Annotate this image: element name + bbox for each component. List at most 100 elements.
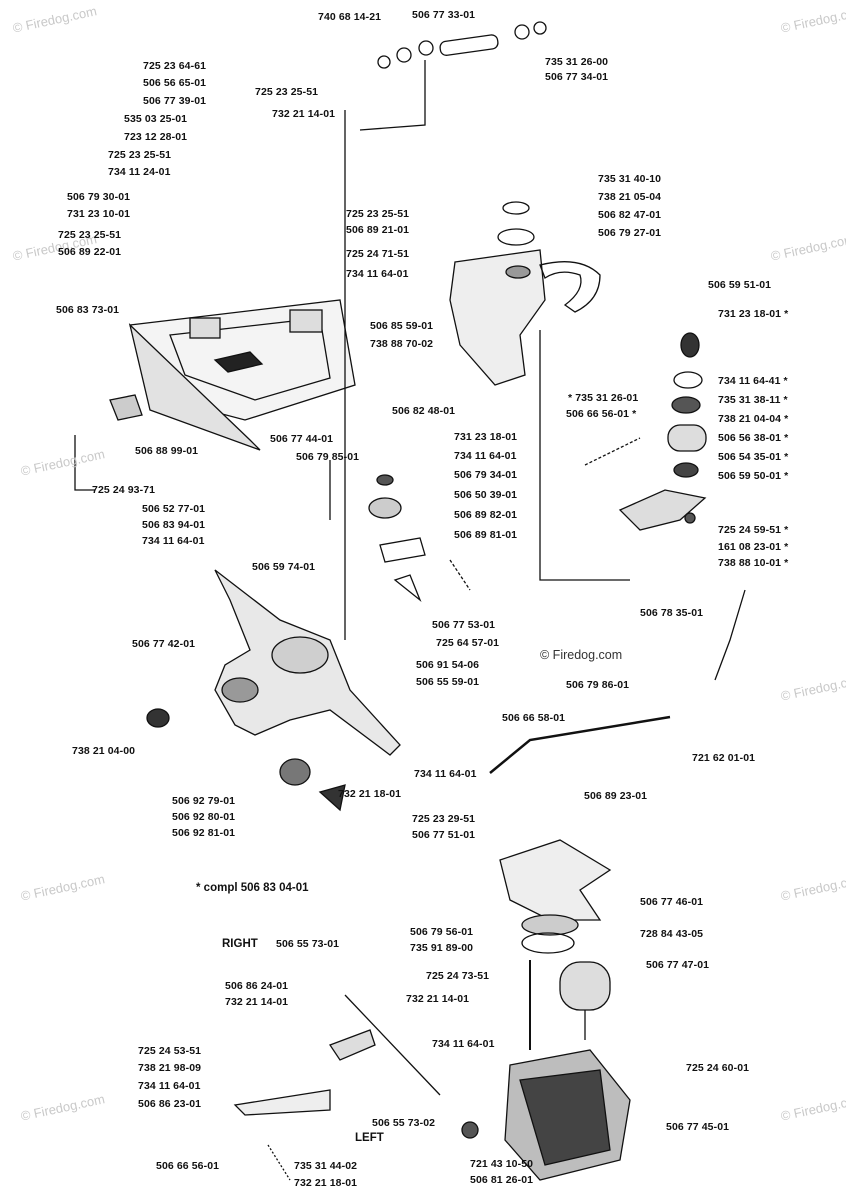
part-label: 734 11 24-01: [108, 166, 171, 178]
part-label: 506 66 56-01: [156, 1160, 220, 1172]
left-side-label: LEFT: [355, 1132, 384, 1144]
part-label: 734 11 64-01: [414, 768, 477, 780]
part-label: 725 23 25-51: [346, 208, 410, 220]
hydrostatic-unit: [499, 839, 631, 1181]
part-label: 738 88 10-01 *: [718, 557, 789, 569]
part-label: 506 77 45-01: [666, 1121, 730, 1133]
part-label: 738 21 98-09: [138, 1062, 202, 1074]
compl-note: * compl 506 83 04-01: [196, 882, 309, 894]
part-label: 506 89 21-01: [346, 224, 410, 236]
part-label: 723 12 28-01: [124, 131, 188, 143]
part-label: 732 21 14-01: [406, 993, 470, 1005]
part-label: 506 59 50-01 *: [718, 470, 789, 482]
part-label: 725 23 25-51: [255, 86, 319, 98]
part-label: 506 77 34-01: [545, 71, 609, 83]
part-label: 506 56 65-01: [143, 77, 207, 89]
part-label: 506 79 86-01: [566, 679, 630, 691]
part-label: 725 23 25-51: [58, 229, 122, 241]
part-label: 506 79 56-01: [410, 926, 474, 938]
part-label: 735 91 89-00: [410, 942, 474, 954]
part-label: 721 62 01-01: [692, 752, 756, 764]
part-label: 506 77 47-01: [646, 959, 710, 971]
part-label: 740 68 14-21: [318, 11, 382, 23]
part-label: 506 92 80-01: [172, 811, 236, 823]
part-label: 506 89 82-01: [454, 509, 518, 521]
fan-housing: [449, 201, 601, 386]
part-label: 735 31 38-11 *: [718, 394, 788, 406]
part-label: 721 43 10-50: [470, 1158, 534, 1170]
watermark-center: © Firedog.com: [540, 648, 623, 662]
part-label: 734 11 64-01: [142, 535, 205, 547]
part-label: 506 79 34-01: [454, 469, 518, 481]
part-label: 734 11 64-01: [346, 268, 409, 280]
part-label: 506 83 94-01: [142, 519, 206, 531]
part-label: 506 55 73-01: [276, 938, 340, 950]
part-label: 506 66 58-01: [502, 712, 566, 724]
part-label: 506 89 23-01: [584, 790, 648, 802]
part-label: 506 91 54-06: [416, 659, 480, 671]
control-linkage: [233, 994, 479, 1181]
part-label: 506 77 51-01: [412, 829, 476, 841]
part-label: 731 23 18-01: [454, 431, 518, 443]
part-label: 506 52 77-01: [142, 503, 206, 515]
part-label: 725 24 71-51: [346, 248, 410, 260]
part-label: 506 55 73-02: [372, 1117, 436, 1129]
part-label: 735 31 26-00: [545, 56, 609, 68]
part-label: 506 59 51-01: [708, 279, 772, 291]
part-label: 735 31 40-10: [598, 173, 662, 185]
transaxle-housing: [146, 569, 401, 812]
part-label: 732 21 18-01: [338, 788, 402, 800]
part-label: 506 82 48-01: [392, 405, 456, 417]
right-side-label: RIGHT: [222, 938, 258, 950]
idler-pulley: [368, 474, 471, 603]
part-label: 734 11 64-01: [454, 450, 517, 462]
part-label: 506 56 38-01 *: [718, 432, 789, 444]
part-label: 506 77 39-01: [143, 95, 207, 107]
part-label: 506 81 26-01: [470, 1174, 534, 1186]
part-label: 725 24 93-71: [92, 484, 156, 496]
part-label: 506 66 56-01 *: [566, 408, 637, 420]
part-label: 506 77 46-01: [640, 896, 704, 908]
part-label: 725 23 25-51: [108, 149, 172, 161]
part-label: 506 77 42-01: [132, 638, 196, 650]
part-label: 506 89 81-01: [454, 529, 518, 541]
part-label: 731 23 10-01: [67, 208, 131, 220]
axle-bushing-set: [377, 21, 547, 69]
part-label: 731 23 18-01 *: [718, 308, 789, 320]
part-label: 506 55 59-01: [416, 676, 480, 688]
part-label: 506 77 53-01: [432, 619, 496, 631]
part-label: 506 79 30-01: [67, 191, 131, 203]
part-label: 735 31 44-02: [294, 1160, 358, 1172]
part-label: 728 84 43-05: [640, 928, 704, 940]
part-label: 506 77 44-01: [270, 433, 334, 445]
part-label: 738 21 04-00: [72, 745, 136, 757]
part-label: 506 85 59-01: [370, 320, 434, 332]
pulley-stack: [618, 332, 707, 531]
part-label: 506 79 27-01: [598, 227, 662, 239]
part-label: 734 11 64-41 *: [718, 375, 788, 387]
part-label: 738 88 70-02: [370, 338, 434, 350]
part-label: 506 89 22-01: [58, 246, 122, 258]
part-label: 738 21 04-04 *: [718, 413, 789, 425]
part-label: 725 23 29-51: [412, 813, 476, 825]
part-label: 506 83 73-01: [56, 304, 120, 316]
part-label: 506 82 47-01: [598, 209, 662, 221]
part-label: 506 86 23-01: [138, 1098, 202, 1110]
part-label: 506 78 35-01: [640, 607, 704, 619]
part-label: * 735 31 26-01: [568, 392, 639, 404]
part-label: 738 21 05-04: [598, 191, 662, 203]
part-label: 506 86 24-01: [225, 980, 289, 992]
part-label: 732 21 18-01: [294, 1177, 358, 1189]
part-label: 506 50 39-01: [454, 489, 518, 501]
part-label: 725 64 57-01: [436, 637, 500, 649]
part-label: 506 92 79-01: [172, 795, 236, 807]
part-label: 734 11 64-01: [138, 1080, 201, 1092]
part-label: 732 21 14-01: [272, 108, 336, 120]
part-label: 161 08 23-01 *: [718, 541, 789, 553]
part-label: 506 54 35-01 *: [718, 451, 789, 463]
part-label: 506 92 81-01: [172, 827, 236, 839]
part-label: 725 24 73-51: [426, 970, 490, 982]
part-label: 506 79 85-01: [296, 451, 360, 463]
